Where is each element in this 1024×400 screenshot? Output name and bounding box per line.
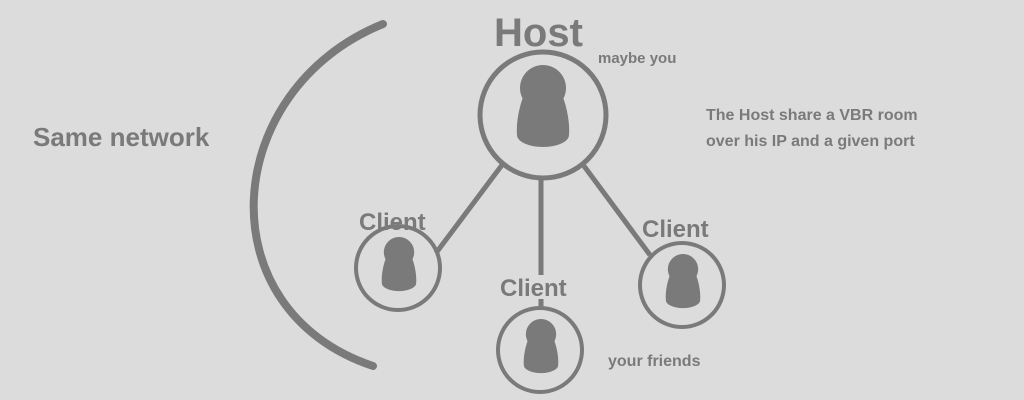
client-circle [638, 241, 726, 329]
client-label: Client [359, 209, 426, 236]
client-person-icon [381, 237, 417, 292]
client-right: Client [638, 216, 726, 329]
link-host-client-left [434, 163, 504, 255]
clients-note: your friends [608, 353, 701, 370]
link-host-client-right [581, 164, 653, 257]
client-circle [354, 224, 442, 312]
description-line1: The Host share a VBR room [706, 107, 918, 124]
same-network-label: Same network [33, 122, 210, 152]
client-bottom: Client [496, 275, 584, 394]
client-person-icon [523, 319, 559, 374]
client-label: Client [500, 275, 567, 302]
host-person-icon [516, 65, 570, 147]
host-note: maybe you [598, 50, 676, 67]
client-circle [496, 306, 584, 394]
host-title: Host [494, 11, 583, 55]
client-label: Client [642, 216, 709, 243]
host-node: Host maybe you [477, 11, 676, 181]
client-person-icon [665, 254, 701, 309]
same-network-arc [249, 20, 387, 370]
client-left: Client [354, 209, 442, 312]
host-circle [477, 49, 609, 181]
description-line2: over his IP and a given port [706, 133, 915, 150]
